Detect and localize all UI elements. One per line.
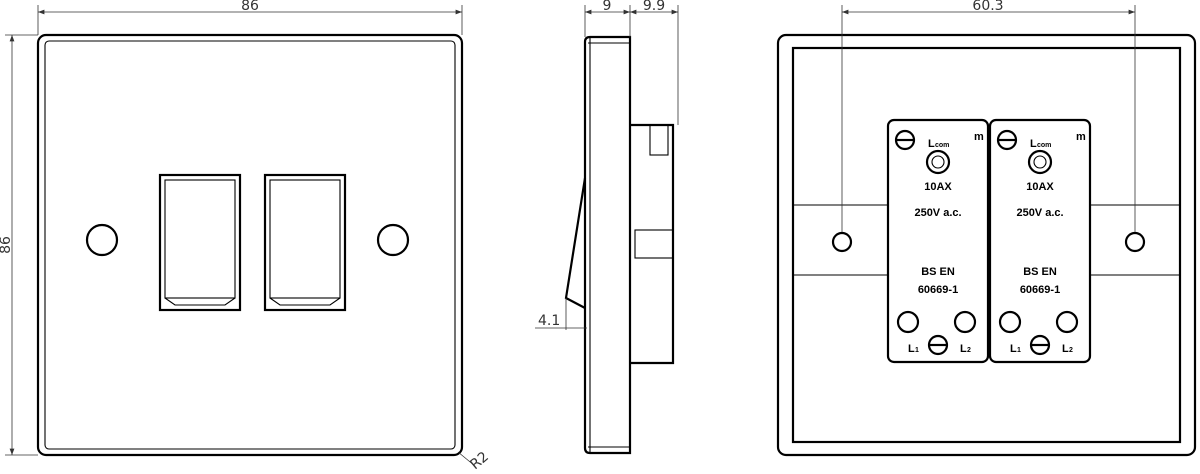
fixing-hole-right (376, 223, 410, 257)
svg-text:10AX: 10AX (924, 181, 952, 193)
svg-text:L: L (1062, 343, 1069, 355)
svg-text:L: L (908, 343, 915, 355)
svg-text:BS EN: BS EN (921, 266, 955, 278)
module-depth-dimension: 9.9 (643, 0, 665, 14)
svg-text:BS EN: BS EN (1023, 266, 1057, 278)
front-view: 86 86 R2 (0, 0, 492, 473)
width-dimension: 86 (241, 0, 259, 14)
svg-text:1: 1 (915, 347, 919, 354)
radius-dimension: R2 (467, 449, 492, 473)
svg-text:L: L (928, 138, 935, 150)
plate-depth-dimension: 9 (603, 0, 612, 14)
svg-text:10AX: 10AX (1026, 181, 1054, 193)
rocker-left (158, 173, 242, 312)
svg-text:com: com (1037, 142, 1051, 149)
height-dimension: 86 (0, 236, 14, 254)
svg-text:60669-1: 60669-1 (1020, 284, 1060, 296)
fixing-centres-dimension: 60.3 (972, 0, 1003, 14)
fixing-hole-left (831, 231, 853, 253)
svg-text:L: L (1010, 343, 1017, 355)
svg-text:m: m (974, 131, 984, 143)
rocker-dimension: 4.1 (538, 313, 560, 329)
side-view: 4.1 9 9.9 (535, 0, 679, 455)
svg-text:L: L (960, 343, 967, 355)
rocker-right (263, 173, 347, 312)
svg-text:2: 2 (967, 347, 971, 354)
fixing-hole-left (85, 223, 119, 257)
svg-text:250V a.c.: 250V a.c. (914, 207, 961, 219)
svg-text:m: m (1076, 131, 1086, 143)
fixing-hole-right (1124, 231, 1146, 253)
svg-text:com: com (935, 142, 949, 149)
svg-text:250V a.c.: 250V a.c. (1016, 207, 1063, 219)
svg-text:L: L (1030, 138, 1037, 150)
svg-text:1: 1 (1017, 347, 1021, 354)
svg-text:2: 2 (1069, 347, 1073, 354)
svg-text:60669-1: 60669-1 (918, 284, 958, 296)
